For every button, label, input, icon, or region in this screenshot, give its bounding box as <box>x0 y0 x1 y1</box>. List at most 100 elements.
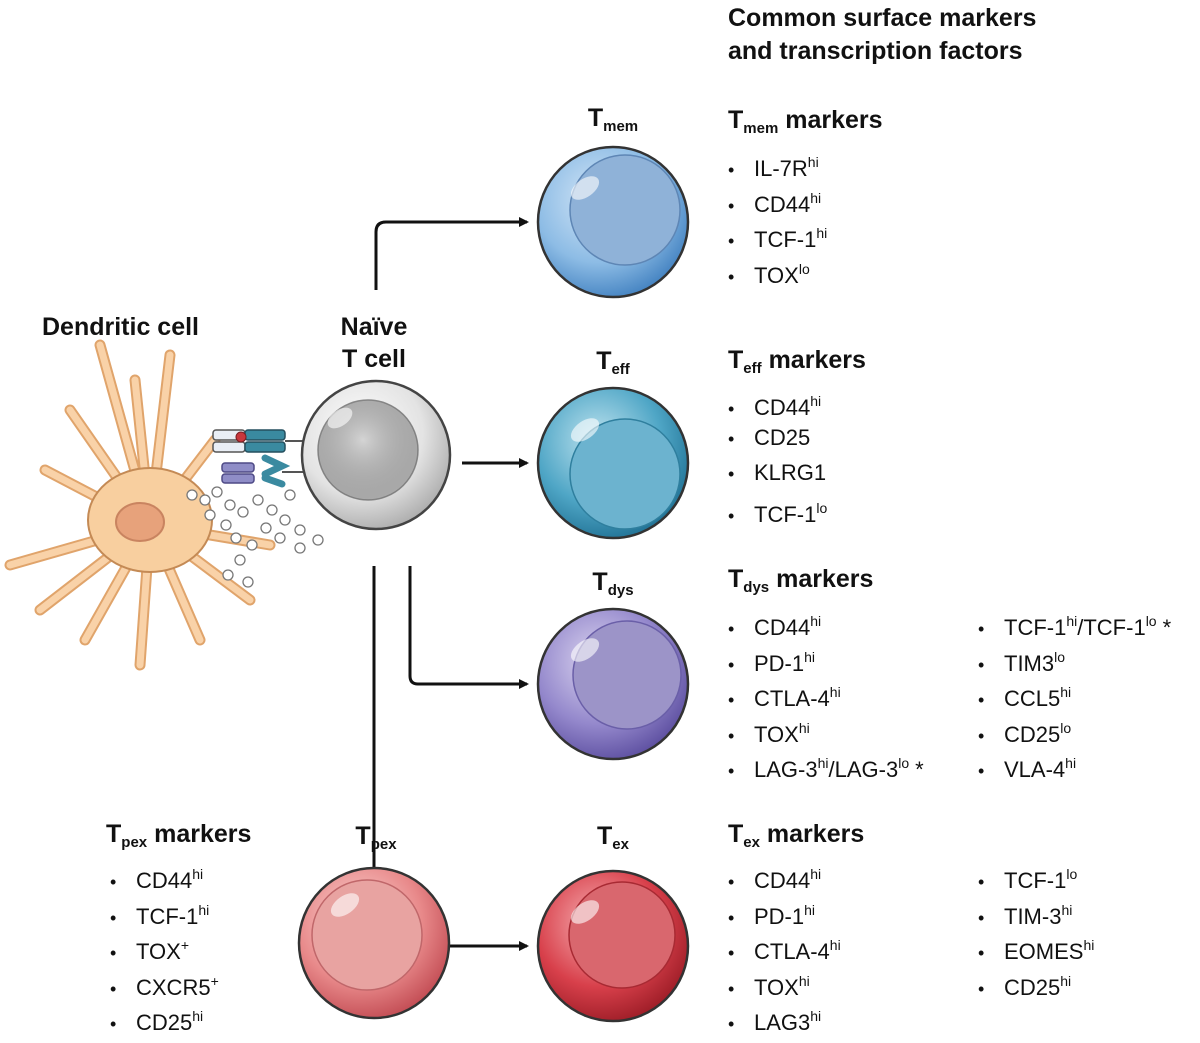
tdys-title-main: T <box>728 565 744 593</box>
marker-item: •CD44hi <box>728 857 841 893</box>
teff-label: Teff <box>596 347 630 378</box>
bullet: • <box>110 943 117 963</box>
tpex-label-sub: pex <box>370 836 397 853</box>
marker-level: lo <box>798 260 810 277</box>
tmem-title-main: T <box>728 106 744 134</box>
marker-level: hi <box>810 1008 822 1024</box>
marker-name: CD44 <box>754 395 811 420</box>
cytokine-dot <box>186 489 198 501</box>
marker-item: •LAG-3hi/LAG-3lo* <box>728 746 924 782</box>
marker-level: hi <box>1060 684 1072 700</box>
marker-name: KLRG1 <box>754 460 827 485</box>
marker-item: • CD44hi <box>110 857 219 893</box>
marker-item: •CD44hi <box>728 604 924 640</box>
bullet: • <box>978 761 985 781</box>
marker-level-alt: lo <box>1145 613 1157 629</box>
cytokine-dot <box>204 509 216 521</box>
cytokine-dot <box>246 539 258 551</box>
marker-name: PD-1 <box>754 650 805 676</box>
cytokine-dot <box>224 499 236 511</box>
marker-level: hi <box>810 393 822 409</box>
marker-level: hi <box>798 719 810 736</box>
marker-level: lo <box>816 499 828 516</box>
bullet: • <box>978 978 985 999</box>
marker-name: TOX <box>136 939 181 964</box>
marker-item: •PD-1hi <box>728 893 841 929</box>
marker-item: •CD25hi <box>110 999 219 1035</box>
arrow-naive-to-tdys <box>408 566 529 689</box>
cytokine-dot <box>242 576 254 588</box>
bullet: • <box>728 464 735 484</box>
marker-item: •TCF-1hi/TCF-1lo* <box>978 604 1171 640</box>
marker-item: •TOXlo <box>728 252 827 288</box>
cytokine-dot <box>222 569 234 581</box>
bullet: • <box>978 619 985 639</box>
bullet: • <box>728 690 735 710</box>
bullet: • <box>728 725 735 746</box>
marker-name: CD44 <box>136 868 193 893</box>
marker-item: •TIM3lo <box>978 640 1171 676</box>
marker-name: LAG3 <box>754 1010 811 1035</box>
marker-item: •TCF-1hi <box>728 216 827 252</box>
bullet: • <box>978 943 985 963</box>
marker-level-alt: lo <box>898 755 910 771</box>
marker-level: hi <box>1083 937 1095 953</box>
marker-item: •TOX+ <box>110 928 219 964</box>
tex-cell <box>536 869 690 1023</box>
marker-item: • TOXhi <box>728 711 924 747</box>
cytokine-dot <box>294 542 306 554</box>
tex-label-main: T <box>597 822 613 850</box>
bullet: • <box>728 1014 735 1034</box>
naive-label-line2: T cell <box>342 345 406 373</box>
marker-item: •TOXhi <box>728 964 841 1000</box>
dendritic-cell-label: Dendritic cell <box>42 313 199 341</box>
marker-item: •CCL5hi <box>978 675 1171 711</box>
cytokine-dot <box>220 519 232 531</box>
tpex-label: Tpex <box>355 822 396 853</box>
marker-level: hi <box>198 901 210 918</box>
marker-item: •CTLA-4hi <box>728 675 924 711</box>
marker-item: • LAG3hi <box>728 999 841 1035</box>
bullet: • <box>728 761 735 781</box>
tpex-cell <box>297 866 451 1020</box>
bullet: • <box>978 654 985 675</box>
marker-level: hi <box>810 613 822 629</box>
cytokine-dot <box>211 486 223 498</box>
marker-level: lo <box>1054 648 1066 665</box>
marker-item: •CD25hi <box>978 964 1094 1000</box>
cytokine-dots <box>186 486 324 588</box>
tex-title-main: T <box>728 820 744 848</box>
teff-cell <box>536 386 690 540</box>
cytokine-dot <box>237 506 249 518</box>
naive-label-line1: Naïve <box>340 313 408 341</box>
tex-marker-list-right: •TCF-1lo•TIM-3hi•EOMEShi•CD25hi <box>978 857 1095 1000</box>
marker-name: CD44 <box>754 868 811 893</box>
marker-level: hi <box>192 866 204 882</box>
bullet: • <box>728 160 735 180</box>
bullet: • <box>728 266 735 287</box>
marker-item: •CXCR5+ <box>110 964 219 1000</box>
marker-item: •TCF-1lo <box>728 491 827 527</box>
marker-name: TOX <box>754 721 799 747</box>
tdys-marker-list-right: •TCF-1hi/TCF-1lo*•TIM3lo•CCL5hi•CD25lo•V… <box>978 604 1171 782</box>
marker-name-alt: /TCF-1 <box>1077 615 1146 640</box>
cytokine-dot <box>199 494 211 506</box>
naive-t-cell <box>300 379 452 531</box>
cytokine-dot <box>312 534 324 546</box>
marker-name: CD25 <box>1004 974 1061 1000</box>
marker-name: CCL5 <box>1004 686 1061 711</box>
marker-name: CXCR5 <box>136 974 211 1000</box>
marker-asterisk: * <box>915 757 924 782</box>
marker-name: CD25 <box>754 424 811 450</box>
bullet: • <box>110 872 117 892</box>
marker-item: •PD-1hi <box>728 640 924 676</box>
marker-item: •TIM-3hi <box>978 893 1094 929</box>
tdys-markers-title: Tdys markers <box>728 565 873 596</box>
marker-name: PD-1 <box>754 903 805 929</box>
tcr-mhc-complex <box>212 429 305 453</box>
marker-name: TIM-3 <box>1004 903 1062 929</box>
tdys-cell <box>536 607 690 761</box>
dendritic-cell-illustration <box>4 339 276 671</box>
tex-label-sub: ex <box>612 836 629 853</box>
